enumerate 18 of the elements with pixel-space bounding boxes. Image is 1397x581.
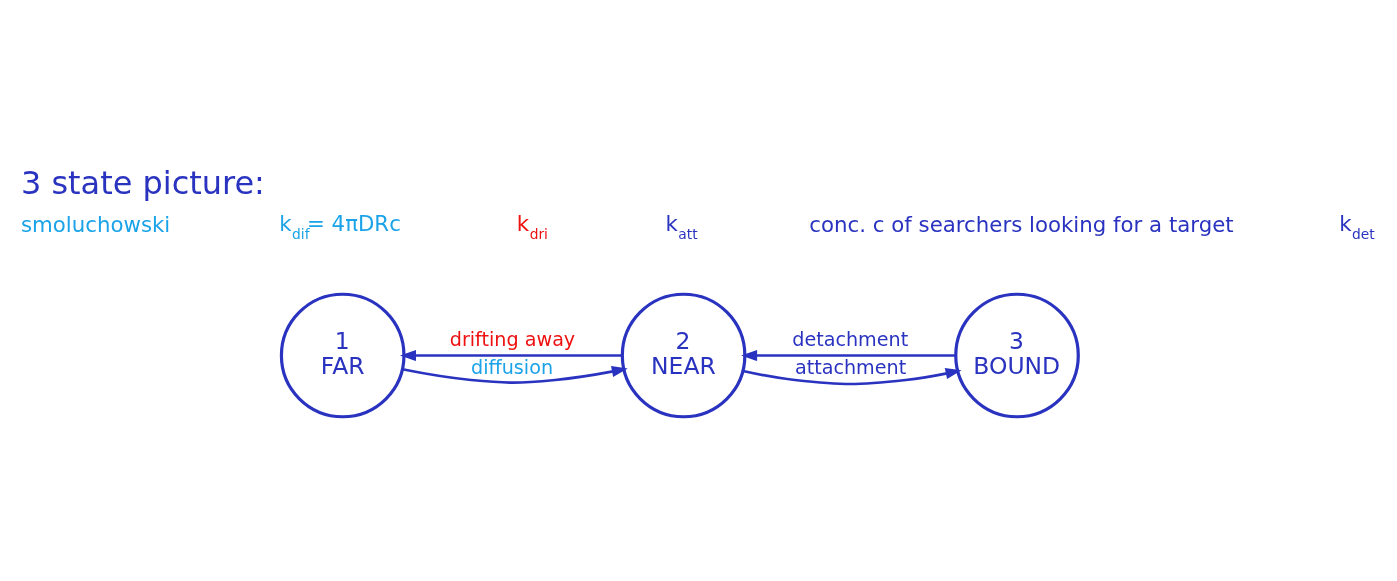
label: k$_{dri}$ bbox=[516, 211, 548, 243]
arrow bbox=[742, 368, 962, 386]
edge-label: drifting away bbox=[449, 328, 576, 352]
label: smoluchowski bbox=[20, 212, 171, 238]
edge-label: detachment bbox=[792, 328, 909, 352]
arrow bbox=[400, 349, 623, 362]
node-circle: 3 BOUND bbox=[954, 292, 1080, 419]
edge-label: attachment bbox=[794, 356, 907, 380]
label: k$_{dif}$= 4πDRc bbox=[279, 211, 401, 243]
label: k$_{att}$ bbox=[665, 211, 698, 243]
edge-label: diffusion bbox=[471, 356, 554, 380]
arrow bbox=[741, 349, 956, 362]
diagram-title: 3 state picture: bbox=[20, 164, 265, 203]
node-circle: 2 NEAR bbox=[620, 292, 747, 419]
label: conc. c of searchers looking for a target bbox=[809, 212, 1234, 238]
arrow bbox=[402, 366, 628, 384]
label: k$_{det}$ bbox=[1339, 211, 1375, 243]
node-circle: 1 FAR bbox=[279, 292, 406, 419]
